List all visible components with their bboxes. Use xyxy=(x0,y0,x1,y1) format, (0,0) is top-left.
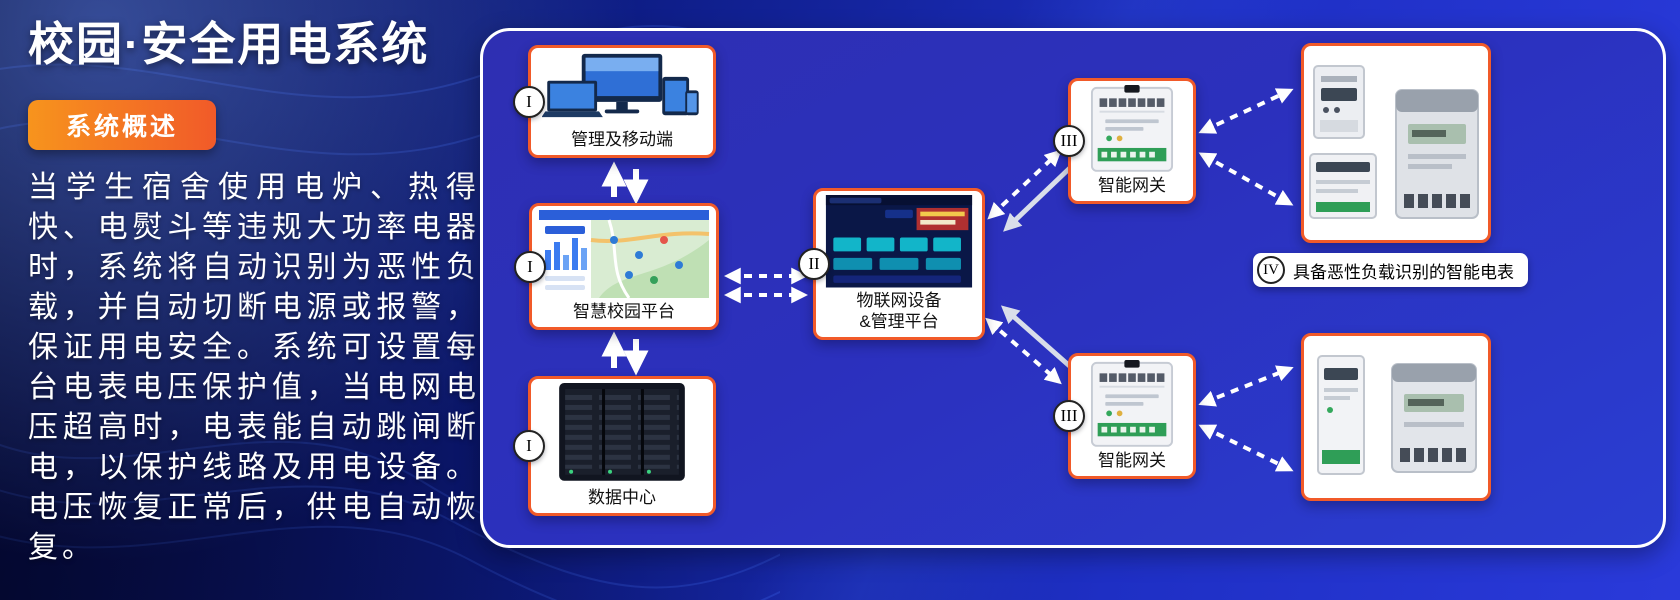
numeral-badge: III xyxy=(1053,125,1085,157)
dashboard-illustration xyxy=(539,210,710,298)
numeral-badge: I xyxy=(514,250,546,283)
iot-dashboard-illustration xyxy=(825,195,973,288)
overview-badge: 系统概述 xyxy=(28,100,217,150)
node-label: 管理及移动端 xyxy=(571,129,673,149)
meter-group-top xyxy=(1301,43,1491,243)
node-label: 智慧校园平台 xyxy=(573,301,675,321)
meter-group-bottom xyxy=(1301,333,1491,501)
system-description: 当学生宿舍使用电炉、热得快、电熨斗等违规大功率电器时，系统将自动识别为恶性负载，… xyxy=(28,171,480,564)
devices-illustration xyxy=(542,53,699,118)
diagram-panel: I 管理及移动端 I xyxy=(480,28,1666,548)
node-gateway-top: III 智能网关 xyxy=(1053,78,1196,204)
node-campus-platform: I 智慧校园平台 xyxy=(514,203,719,330)
node-label: 数据中心 xyxy=(588,487,656,507)
node-label: 智能网关 xyxy=(1098,450,1166,470)
node-gateway-bottom: III 智能网关 xyxy=(1053,353,1196,479)
intro-column: 校园·安全用电系统 系统概述 当学生宿舍使用电炉、热得快、电熨斗等违规大功率电器… xyxy=(28,8,480,568)
numeral-badge: IV xyxy=(1257,256,1285,284)
caption-label: 具备恶性负载识别的智能电表 xyxy=(1293,262,1514,282)
node-label: 智能网关 xyxy=(1098,175,1166,195)
numeral-badge: III xyxy=(1053,400,1085,432)
numeral-badge: I xyxy=(513,85,545,118)
page-title: 校园·安全用电系统 xyxy=(28,18,430,70)
node-iot-platform: II 物联网设备 &管理平台 xyxy=(798,188,985,340)
node-label-line2: &管理平台 xyxy=(859,311,939,331)
gateway-illustration xyxy=(1090,360,1174,447)
numeral-badge: I xyxy=(513,430,545,462)
smart-meters-illustration xyxy=(1309,65,1479,219)
node-management-terminal: I 管理及移动端 xyxy=(513,45,716,158)
smart-meter-caption: IV 具备恶性负载识别的智能电表 xyxy=(1253,253,1528,287)
numeral-badge: II xyxy=(798,248,830,280)
gateway-illustration xyxy=(1090,85,1174,172)
node-data-center: I 数据中心 xyxy=(513,376,716,516)
node-label: 物联网设备 &管理平台 xyxy=(857,288,942,336)
smart-meters-illustration xyxy=(1317,355,1477,475)
node-label-line1: 物联网设备 xyxy=(856,290,942,310)
server-rack-illustration xyxy=(559,383,685,481)
